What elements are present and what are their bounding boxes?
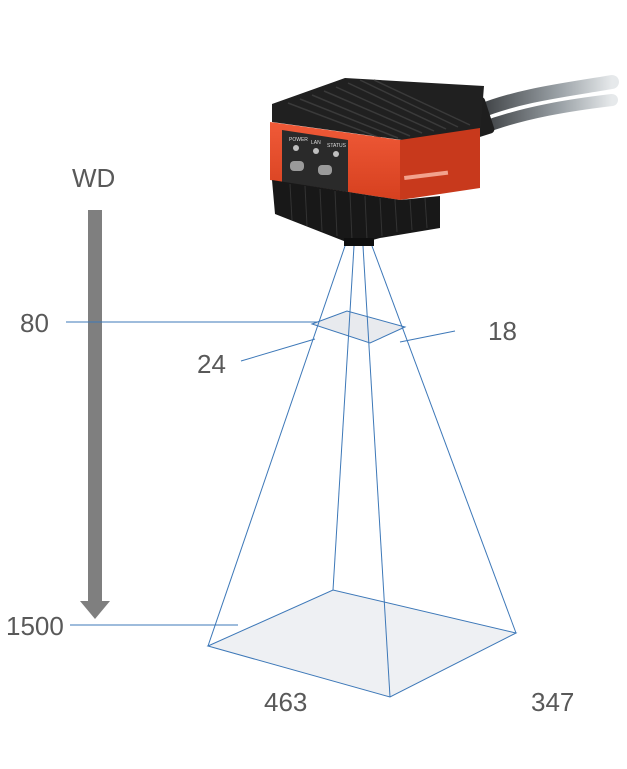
- far-fov-width-label: 463: [264, 687, 308, 717]
- frustum-edge-back: [332, 245, 355, 591]
- wd-arrow-head: [80, 601, 110, 619]
- camera-lens-window: [344, 238, 374, 246]
- power-led: [293, 145, 299, 151]
- far-distance-label: 1500: [6, 611, 64, 641]
- indicator-label-power: POWER: [289, 137, 308, 143]
- near-height-leader: [399, 330, 456, 343]
- camera-housing-side: [400, 128, 480, 200]
- tune-button: [318, 165, 332, 175]
- camera-device: POWER LAN STATUS: [270, 75, 619, 246]
- far-fov-plane: [206, 589, 518, 698]
- lan-led: [313, 148, 319, 154]
- camera-lens-fins: [289, 183, 428, 241]
- near-fov-plane: [310, 310, 407, 344]
- indicator-label-lan: LAN: [311, 140, 321, 146]
- trigger-button: [290, 161, 304, 171]
- wd-axis-label: WD: [72, 163, 116, 193]
- camera-lens-body: [272, 180, 440, 245]
- frustum-edge-right: [371, 245, 517, 634]
- camera-front-panel: [282, 130, 348, 192]
- fov-frustum: [207, 245, 517, 698]
- indicator-label-status: STATUS: [327, 143, 347, 149]
- wd-arrow-shaft: [88, 210, 102, 603]
- near-distance-label: 80: [20, 308, 49, 338]
- camera-highlight-strip: [404, 170, 449, 180]
- status-led: [333, 151, 339, 157]
- frustum-edge-front: [362, 245, 391, 698]
- camera-heatsink: [272, 78, 484, 141]
- near-width-leader: [240, 338, 316, 362]
- wd-arrow: [80, 210, 110, 619]
- near-fov-height-label: 18: [488, 316, 517, 346]
- near-fov-width-label: 24: [197, 349, 226, 379]
- frustum-edge-left: [207, 245, 346, 647]
- far-fov-height-label: 347: [531, 687, 575, 717]
- camera-cables: [465, 75, 619, 138]
